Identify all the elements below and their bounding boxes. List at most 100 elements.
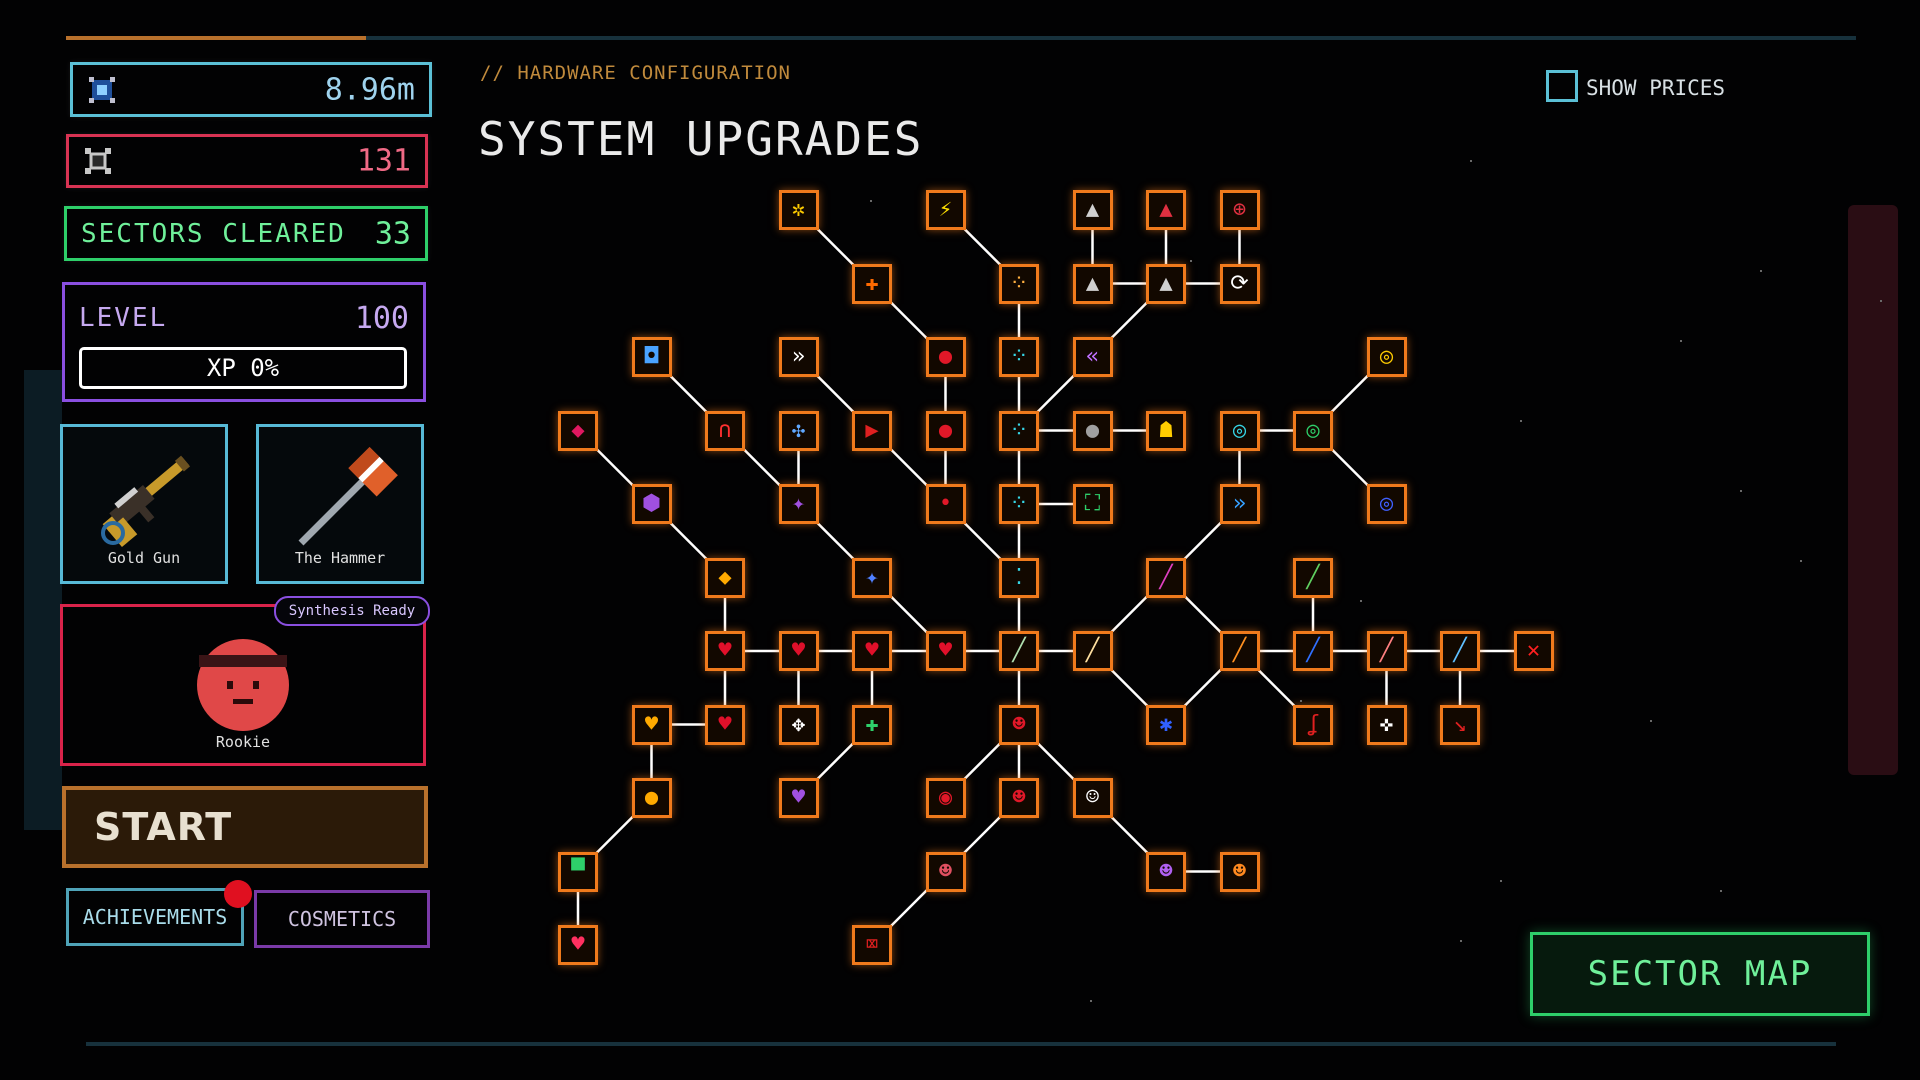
upgrade-node[interactable]: ◘ — [631, 337, 672, 377]
upgrade-node[interactable]: ● — [925, 337, 966, 377]
upgrade-node[interactable]: ♥ — [558, 925, 598, 965]
xp-text: XP 0% — [206, 354, 280, 382]
upgrade-node[interactable]: ╱ — [999, 631, 1039, 671]
weapon-slot-the-hammer[interactable]: The Hammer — [256, 424, 424, 584]
red-face-icon: ☻ — [938, 858, 953, 884]
frame-top-line — [66, 36, 1856, 40]
upgrade-node[interactable]: ⁚ — [999, 557, 1039, 598]
upgrade-node[interactable]: ● — [631, 778, 672, 818]
upgrade-node[interactable]: ☻ — [999, 704, 1039, 745]
upgrade-node[interactable]: ⁘ — [999, 337, 1039, 377]
upgrade-node[interactable]: ◎ — [1366, 484, 1407, 524]
background-star — [1520, 420, 1522, 422]
show-prices-checkbox[interactable] — [1546, 70, 1578, 102]
background-star — [1740, 490, 1742, 492]
upgrade-node[interactable]: ✦ — [778, 484, 819, 524]
upgrade-node[interactable]: ↘ — [1440, 704, 1480, 745]
upgrade-node[interactable]: ⌧ — [852, 925, 892, 965]
upgrade-node[interactable]: ◎ — [1366, 337, 1407, 377]
upgrade-node[interactable]: » — [1219, 484, 1260, 524]
heart-icon: ♥ — [791, 638, 806, 663]
upgrade-node[interactable]: ⟳ — [1219, 263, 1260, 304]
upgrade-node[interactable]: ✚ — [852, 263, 892, 304]
upgrade-node[interactable]: ╱ — [1440, 631, 1480, 671]
upgrade-node[interactable]: • — [925, 484, 966, 524]
upgrade-node[interactable]: ╱ — [1293, 557, 1333, 598]
page-title: SYSTEM UPGRADES — [478, 112, 924, 166]
upgrade-node[interactable]: ▶ — [852, 410, 892, 451]
upgrade-node[interactable]: ▲ — [1146, 190, 1186, 230]
rainbow-sword-icon: ╱ — [1159, 564, 1173, 590]
magnet-icon: ∩ — [718, 417, 732, 443]
upgrade-node[interactable]: « — [1072, 337, 1113, 377]
upgrade-node[interactable]: ● — [925, 410, 966, 451]
upgrade-node[interactable]: ☻ — [1146, 851, 1186, 892]
upgrade-node[interactable]: ☻ — [925, 851, 966, 892]
upgrade-node[interactable]: ☺ — [1072, 778, 1113, 818]
character-panel[interactable]: Rookie — [60, 604, 426, 766]
robot-icon: ☗ — [1159, 417, 1173, 443]
cosmetics-button[interactable]: COSMETICS — [254, 890, 430, 948]
upgrade-node[interactable]: ♥ — [705, 704, 745, 745]
upgrade-node[interactable]: ⛶ — [1072, 484, 1113, 524]
upgrade-node[interactable]: ◎ — [1293, 410, 1333, 451]
upgrade-node[interactable]: ʆ — [1293, 704, 1333, 745]
gem-value: 131 — [356, 143, 411, 179]
plus-green-icon: ✚ — [865, 711, 879, 737]
upgrade-node[interactable]: ● — [1072, 410, 1113, 451]
upgrade-node[interactable]: ✜ — [1366, 704, 1407, 745]
upgrade-node[interactable]: ▀ — [558, 851, 598, 892]
upgrade-node[interactable]: ♥ — [631, 704, 672, 745]
upgrade-node[interactable]: ╱ — [1219, 631, 1260, 671]
sword-icon: ╱ — [1085, 638, 1100, 663]
upgrade-node[interactable]: ✣ — [778, 410, 819, 451]
upgrade-node[interactable]: ✱ — [1146, 704, 1186, 745]
upgrade-node[interactable]: ◎ — [1219, 410, 1260, 451]
upgrade-node[interactable]: ✕ — [1513, 631, 1554, 671]
crystal-purple-icon: ⬢ — [641, 491, 662, 516]
upgrade-node[interactable]: ◆ — [558, 410, 598, 451]
upgrade-node[interactable]: ⬢ — [631, 484, 672, 524]
upgrade-node[interactable]: ╱ — [1072, 631, 1113, 671]
broken-box-icon: ⌧ — [865, 932, 879, 957]
upgrade-node[interactable]: ╱ — [1293, 631, 1333, 671]
weapon-slot-gold-gun[interactable]: Gold Gun — [60, 424, 228, 584]
achievements-button[interactable]: ACHIEVEMENTS — [66, 888, 244, 946]
sector-map-button[interactable]: SECTOR MAP — [1530, 932, 1870, 1016]
upgrade-node[interactable]: ✦ — [852, 557, 892, 598]
start-button[interactable]: START — [62, 786, 428, 868]
upgrade-node[interactable]: ⁘ — [999, 484, 1039, 524]
upgrade-node[interactable]: ✥ — [778, 704, 819, 745]
crosshair-icon: ⊕ — [1232, 197, 1247, 222]
upgrade-node[interactable]: ▲ — [1072, 263, 1113, 304]
upgrade-node[interactable]: ♥ — [705, 631, 745, 671]
upgrade-node[interactable]: ∩ — [705, 410, 745, 451]
background-star — [1300, 700, 1302, 702]
upgrade-node[interactable]: ♥ — [778, 631, 819, 671]
upgrade-node[interactable]: » — [778, 337, 819, 377]
purple-face-icon: ☻ — [1159, 858, 1173, 884]
upgrade-node[interactable]: ◉ — [925, 778, 966, 818]
upgrade-node[interactable]: ☻ — [1219, 851, 1260, 892]
upgrade-node[interactable]: ▲ — [1146, 263, 1186, 304]
upgrade-node[interactable]: ╱ — [1146, 557, 1186, 598]
upgrade-node[interactable]: ⊕ — [1219, 190, 1260, 230]
upgrade-node[interactable]: ⁘ — [999, 410, 1039, 451]
upgrade-node[interactable]: ♥ — [852, 631, 892, 671]
upgrade-node[interactable]: ☗ — [1146, 410, 1186, 451]
upgrade-node[interactable]: ♥ — [925, 631, 966, 671]
upgrade-node[interactable]: ✚ — [852, 704, 892, 745]
upgrade-node[interactable]: ♥ — [778, 778, 819, 818]
upgrade-node[interactable]: ☻ — [999, 778, 1039, 818]
background-star — [1460, 940, 1462, 942]
ring-blue-icon: ◎ — [1379, 491, 1394, 516]
upgrade-node[interactable]: ◆ — [705, 557, 745, 598]
upgrade-node[interactable]: ▲ — [1072, 190, 1113, 230]
dots-cyan-icon: ⁘ — [1009, 417, 1029, 443]
upgrade-node[interactable]: ╱ — [1366, 631, 1407, 671]
upgrade-node[interactable]: ⁘ — [999, 263, 1039, 304]
upgrade-node[interactable]: ⚡ — [925, 190, 966, 230]
sectors-cleared-value: 33 — [374, 216, 411, 251]
upgrade-node[interactable]: ✲ — [778, 190, 819, 230]
right-edge-glow — [1848, 205, 1898, 775]
